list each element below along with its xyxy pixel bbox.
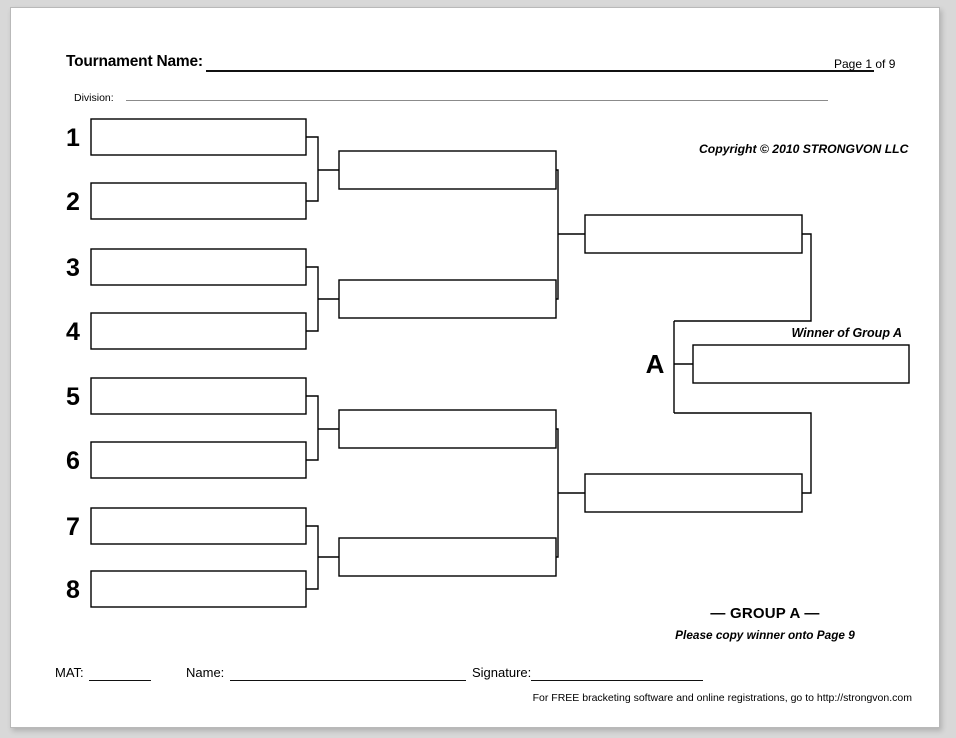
bracket-slot-round2[interactable] xyxy=(338,150,557,190)
bracket-connector-round1 xyxy=(306,136,319,202)
group-instruction-note: Please copy winner onto Page 9 xyxy=(675,628,855,642)
bracket-slot-round1[interactable] xyxy=(90,441,307,479)
bracket-connector-round1 xyxy=(306,395,319,461)
bracket-slot-round1[interactable] xyxy=(90,182,307,220)
tournament-bracket: 1 2 3 4 5 6 7 8 A Winner of Group A xyxy=(66,118,910,608)
name-input-rule[interactable] xyxy=(230,680,466,681)
signature-footer: MAT: Name: Signature: xyxy=(55,665,703,685)
bracket-connector-round1 xyxy=(306,525,319,590)
tournament-name-label: Tournament Name: xyxy=(66,53,203,70)
bracket-slot-round1[interactable] xyxy=(90,507,307,545)
bracket-slot-round1[interactable] xyxy=(90,570,307,608)
tournament-name-field[interactable]: Tournament Name: xyxy=(66,53,874,75)
bracket-slot-round3[interactable] xyxy=(584,214,803,254)
seed-number: 3 xyxy=(66,254,80,282)
seed-number: 4 xyxy=(66,318,80,346)
mat-label: MAT: xyxy=(55,665,84,680)
bracket-slot-round1[interactable] xyxy=(90,377,307,415)
bracket-slot-round2[interactable] xyxy=(338,279,557,319)
division-label: Division: xyxy=(74,92,114,104)
bracket-slot-final[interactable] xyxy=(692,344,910,384)
bracket-slot-round3[interactable] xyxy=(584,473,803,513)
bracket-page: Tournament Name: Division: Page 1 of 9 C… xyxy=(10,7,940,728)
winner-caption: Winner of Group A xyxy=(791,326,902,340)
seed-number: 6 xyxy=(66,447,80,475)
seed-number: 2 xyxy=(66,188,80,216)
seed-number: 8 xyxy=(66,576,80,604)
tournament-name-rule xyxy=(206,70,874,72)
division-field[interactable]: Division: xyxy=(74,88,834,104)
copyright-notice: Copyright © 2010 STRONGVON LLC xyxy=(699,142,909,156)
signature-input-rule[interactable] xyxy=(531,680,703,681)
division-rule xyxy=(126,100,828,101)
signature-label: Signature: xyxy=(472,665,532,680)
bracket-connector-round1 xyxy=(306,266,319,332)
name-label: Name: xyxy=(186,665,225,680)
group-letter: A xyxy=(646,349,665,379)
seed-number: 7 xyxy=(66,513,80,541)
bracket-slot-round1[interactable] xyxy=(90,118,307,156)
bracket-slot-round1[interactable] xyxy=(90,312,307,350)
bracket-slot-round1[interactable] xyxy=(90,248,307,286)
bracket-connector-semifinal-bottom xyxy=(674,412,812,494)
mat-input-rule[interactable] xyxy=(89,680,151,681)
page-indicator: Page 1 of 9 xyxy=(834,57,896,71)
seed-number: 5 xyxy=(66,383,80,411)
bracket-slot-round2[interactable] xyxy=(338,537,557,577)
bracket-slot-round2[interactable] xyxy=(338,409,557,449)
promo-footer-text: For FREE bracketing software and online … xyxy=(532,692,912,704)
group-title: — GROUP A — xyxy=(710,605,820,622)
seed-number: 1 xyxy=(66,124,80,152)
bracket-connector-semifinal-top xyxy=(674,233,812,322)
